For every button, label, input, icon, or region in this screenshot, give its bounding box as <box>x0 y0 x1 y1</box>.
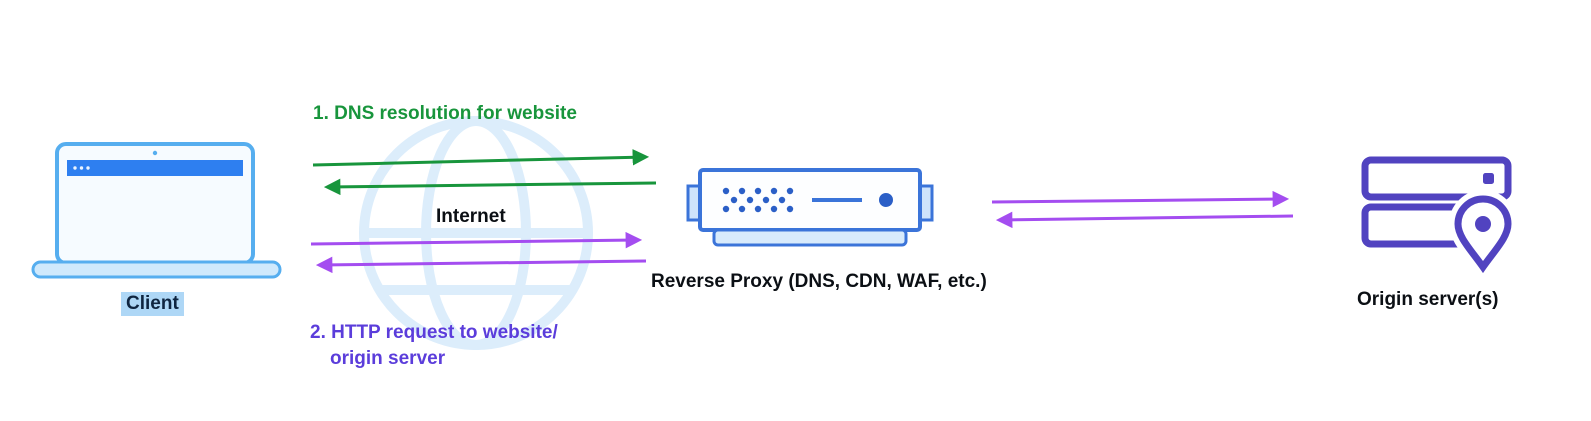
laptop-titlebar <box>67 160 243 176</box>
proxy-dot-pattern <box>722 187 794 213</box>
server-stack-location-icon <box>1361 156 1518 283</box>
step2-http-label-line2: origin server <box>330 348 446 369</box>
http-arrow-left <box>315 256 647 274</box>
client-label: Client <box>121 292 184 316</box>
proxy-origin-arrow-right <box>991 190 1290 208</box>
globe-icon <box>359 116 593 350</box>
location-pin-dot <box>1475 216 1491 232</box>
laptop-camera-dot <box>152 150 158 156</box>
proxy-indicator-dot <box>879 193 893 207</box>
server-rack-top <box>1361 156 1512 201</box>
laptop-icon <box>31 142 282 279</box>
laptop-base <box>31 260 282 279</box>
step1-dns-label: 1. DNS resolution for website <box>313 103 577 124</box>
origin-server-label: Origin server(s) <box>1357 289 1499 310</box>
http-arrow-right <box>310 231 643 249</box>
internet-label: Internet <box>436 206 506 227</box>
step2-http-label-line1: 2. HTTP request to website/ <box>310 322 558 343</box>
server-rack-dot <box>1483 173 1494 184</box>
dns-arrow-right <box>312 149 650 167</box>
proxy-appliance-icon <box>686 168 934 247</box>
proxy-origin-arrow-left <box>995 211 1294 229</box>
client-label-text: Client <box>121 292 184 316</box>
reverse-proxy-label: Reverse Proxy (DNS, CDN, WAF, etc.) <box>651 271 987 292</box>
dns-arrow-left <box>323 178 657 196</box>
proxy-base-tray <box>712 228 908 247</box>
location-pin-icon <box>1454 195 1512 274</box>
